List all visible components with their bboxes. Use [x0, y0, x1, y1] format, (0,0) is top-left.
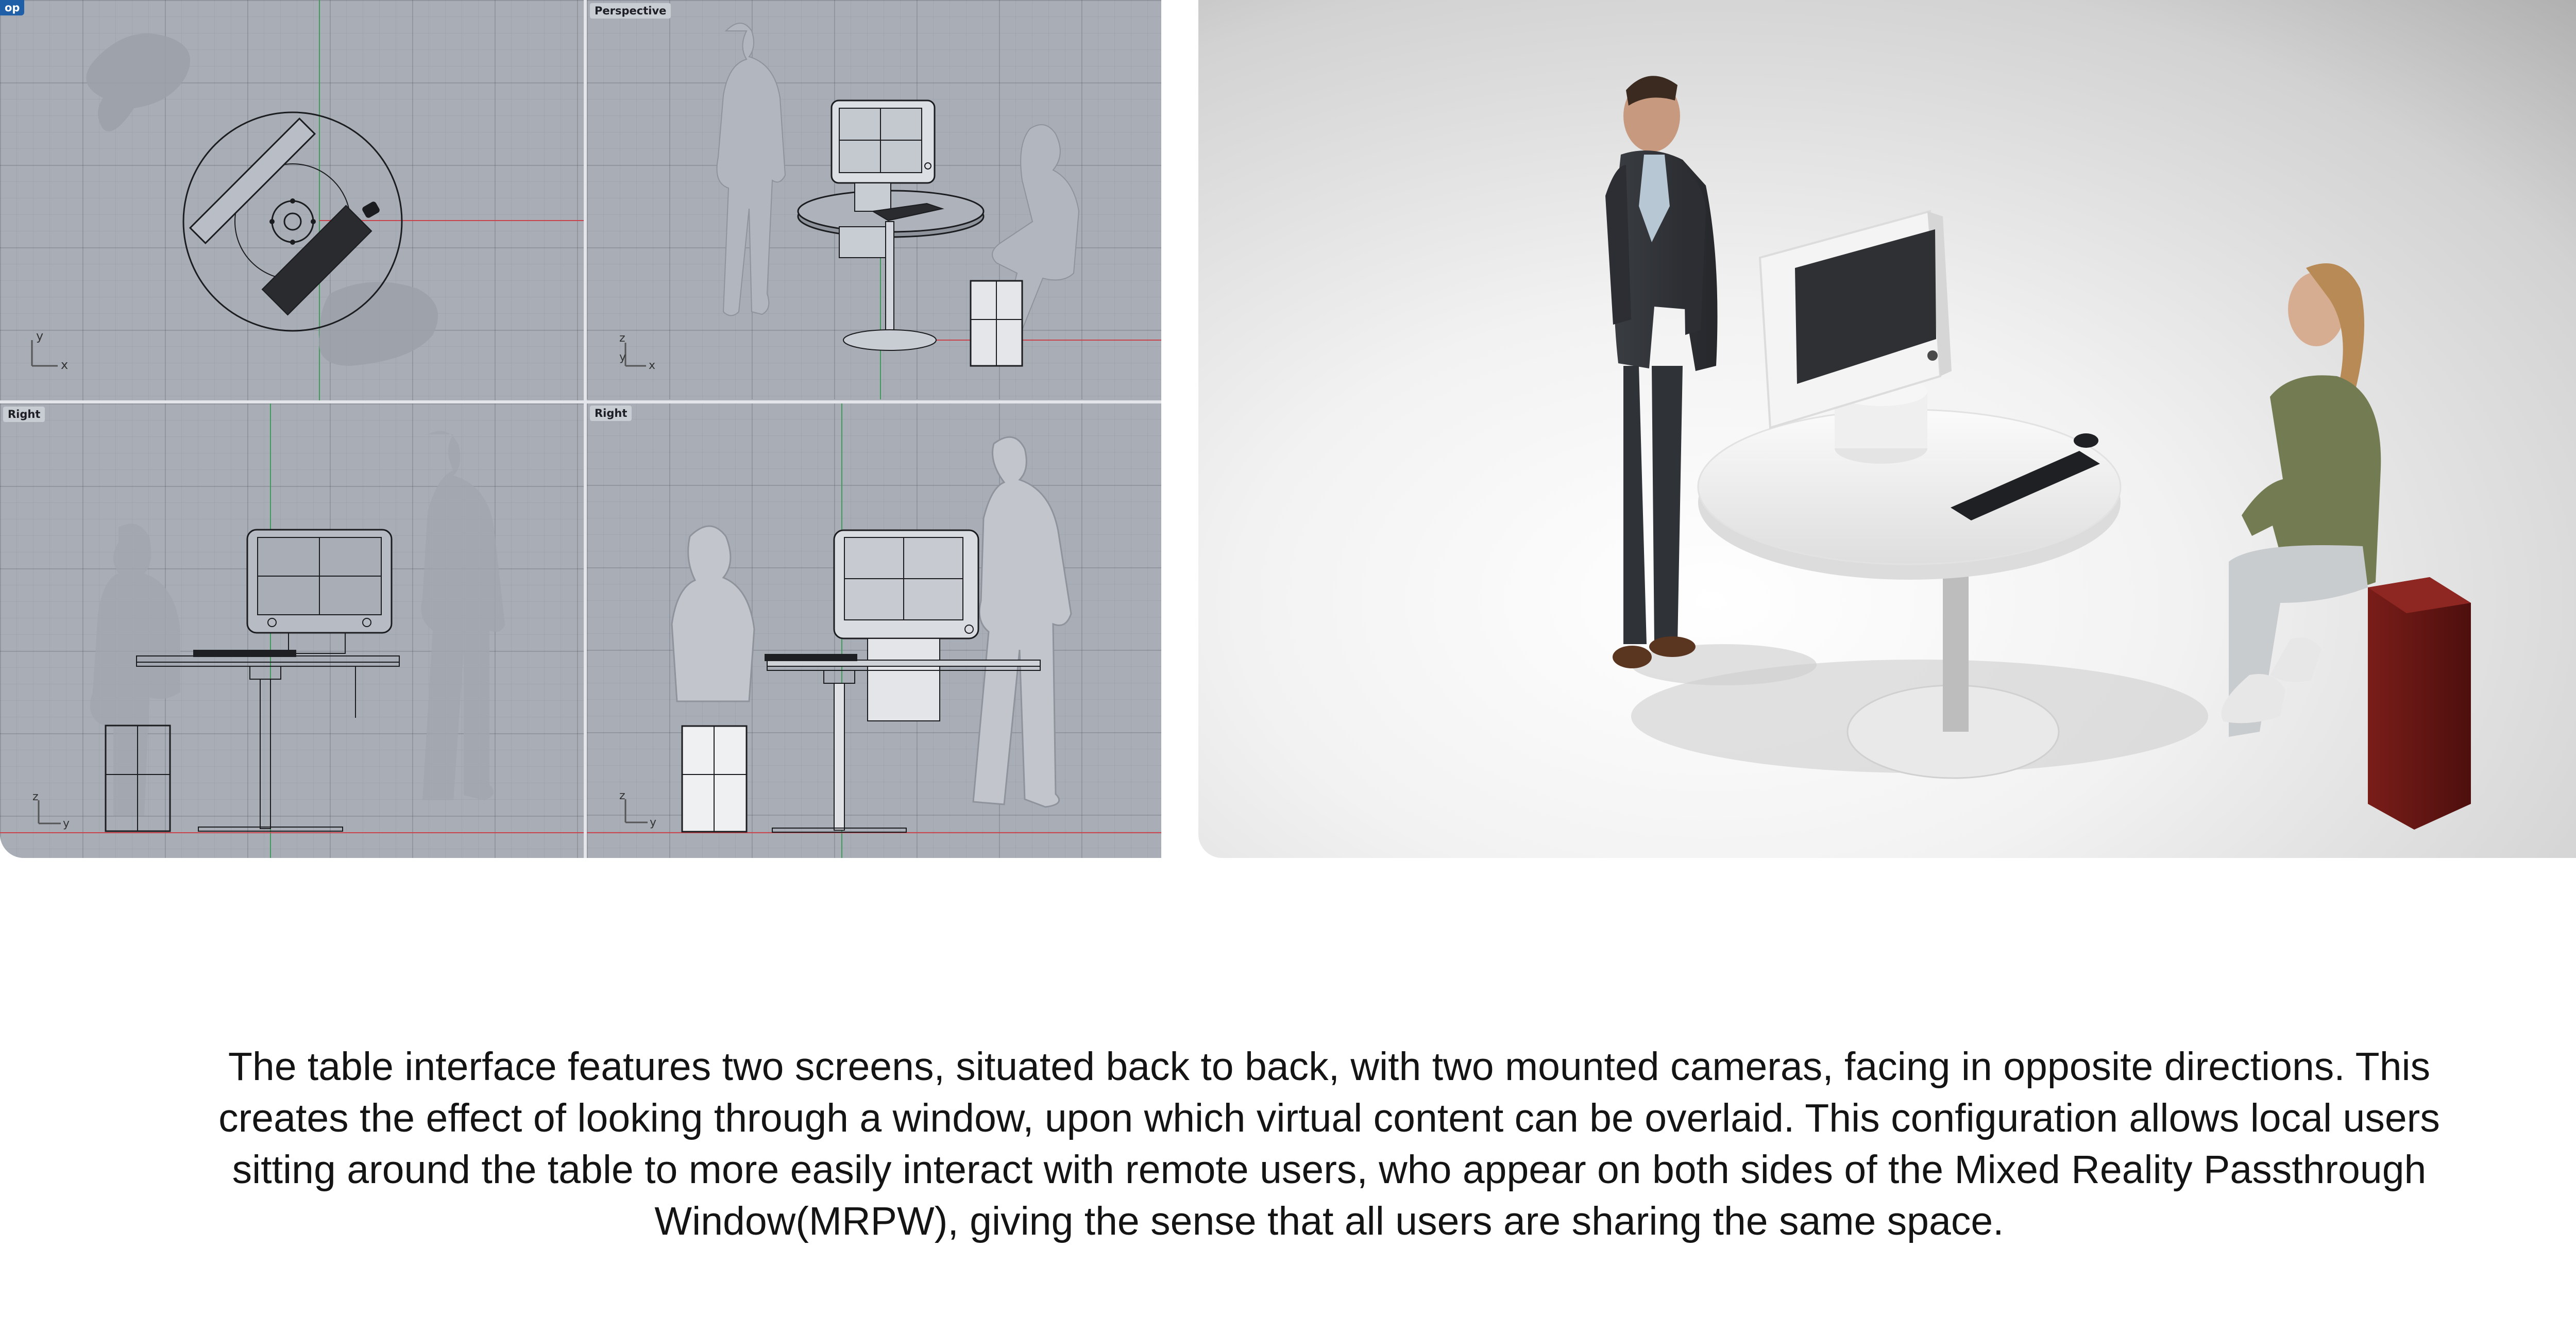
- axis-y-label: y: [619, 351, 626, 364]
- viewport-divider-vertical[interactable]: [584, 0, 587, 858]
- axis-z-label: z: [32, 790, 39, 803]
- viewport-divider-horizontal[interactable]: [0, 400, 1161, 403]
- keyboard: [1951, 451, 2100, 520]
- axis-x-label: x: [649, 359, 655, 372]
- viewport-perspective-label[interactable]: Perspective: [590, 3, 671, 19]
- viewport-right-2[interactable]: z y Right: [587, 402, 1161, 858]
- caption-text: The table interface features two screens…: [218, 1044, 2440, 1243]
- top-view-drawing: y x: [31, 0, 584, 400]
- standing-man: [1605, 76, 1718, 668]
- right-view-1-drawing: z y: [0, 403, 584, 858]
- cad-viewport-panel: y x op: [0, 0, 1161, 858]
- render-panel: [1198, 0, 2576, 858]
- viewport-top-label[interactable]: op: [0, 0, 25, 15]
- viewport-perspective[interactable]: z y x Perspective: [587, 0, 1161, 399]
- viewport-right-1[interactable]: z y Right: [0, 403, 584, 858]
- axis-y-label: y: [650, 816, 656, 829]
- viewport-right-1-label[interactable]: Right: [3, 407, 45, 422]
- axis-z-label: z: [619, 332, 625, 345]
- right-view-2-drawing: z y: [587, 402, 1161, 858]
- seated-woman: [2221, 263, 2381, 737]
- stool: [2368, 577, 2471, 830]
- axis-x-label: x: [61, 358, 68, 372]
- axis-y-label: y: [36, 329, 43, 343]
- viewport-right-2-label[interactable]: Right: [590, 406, 632, 421]
- axis-y-label: y: [63, 817, 70, 830]
- rendered-scene: [1605, 76, 2471, 830]
- viewport-top[interactable]: y x op: [0, 0, 584, 400]
- perspective-view-drawing: z y x: [619, 23, 1161, 399]
- monitor-screen: [1795, 229, 1936, 384]
- axis-z-label: z: [619, 789, 625, 802]
- mouse: [2074, 433, 2098, 448]
